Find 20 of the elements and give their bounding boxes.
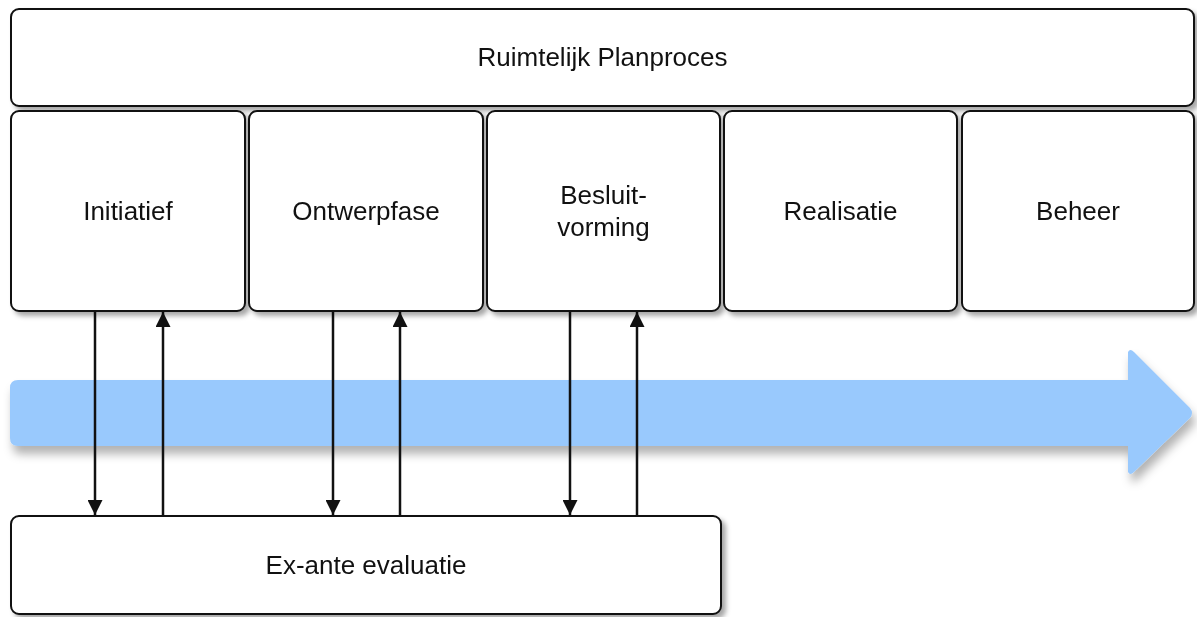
arrow	[629, 312, 645, 515]
arrow	[392, 312, 408, 515]
phase-box	[723, 110, 958, 312]
arrow	[325, 312, 341, 515]
box-label: Initiatief	[83, 194, 173, 228]
arrow	[87, 312, 103, 515]
phase-box	[248, 110, 484, 312]
box-label: Ruimtelijk Planproces	[477, 41, 728, 74]
phase-box	[961, 110, 1195, 312]
arrow	[562, 312, 578, 515]
box-label: Beheer	[1036, 194, 1120, 228]
process-box	[10, 515, 722, 615]
arrow	[155, 312, 171, 515]
box-label: Realisatie	[783, 194, 898, 228]
box-label: Ontwerpfase	[292, 194, 440, 228]
header-box	[10, 8, 1195, 107]
phase-box	[10, 110, 246, 312]
phase-box	[486, 110, 721, 312]
box-label: Ex-ante evaluatie	[265, 548, 467, 582]
box-label: Besluit- vorming	[556, 178, 651, 244]
